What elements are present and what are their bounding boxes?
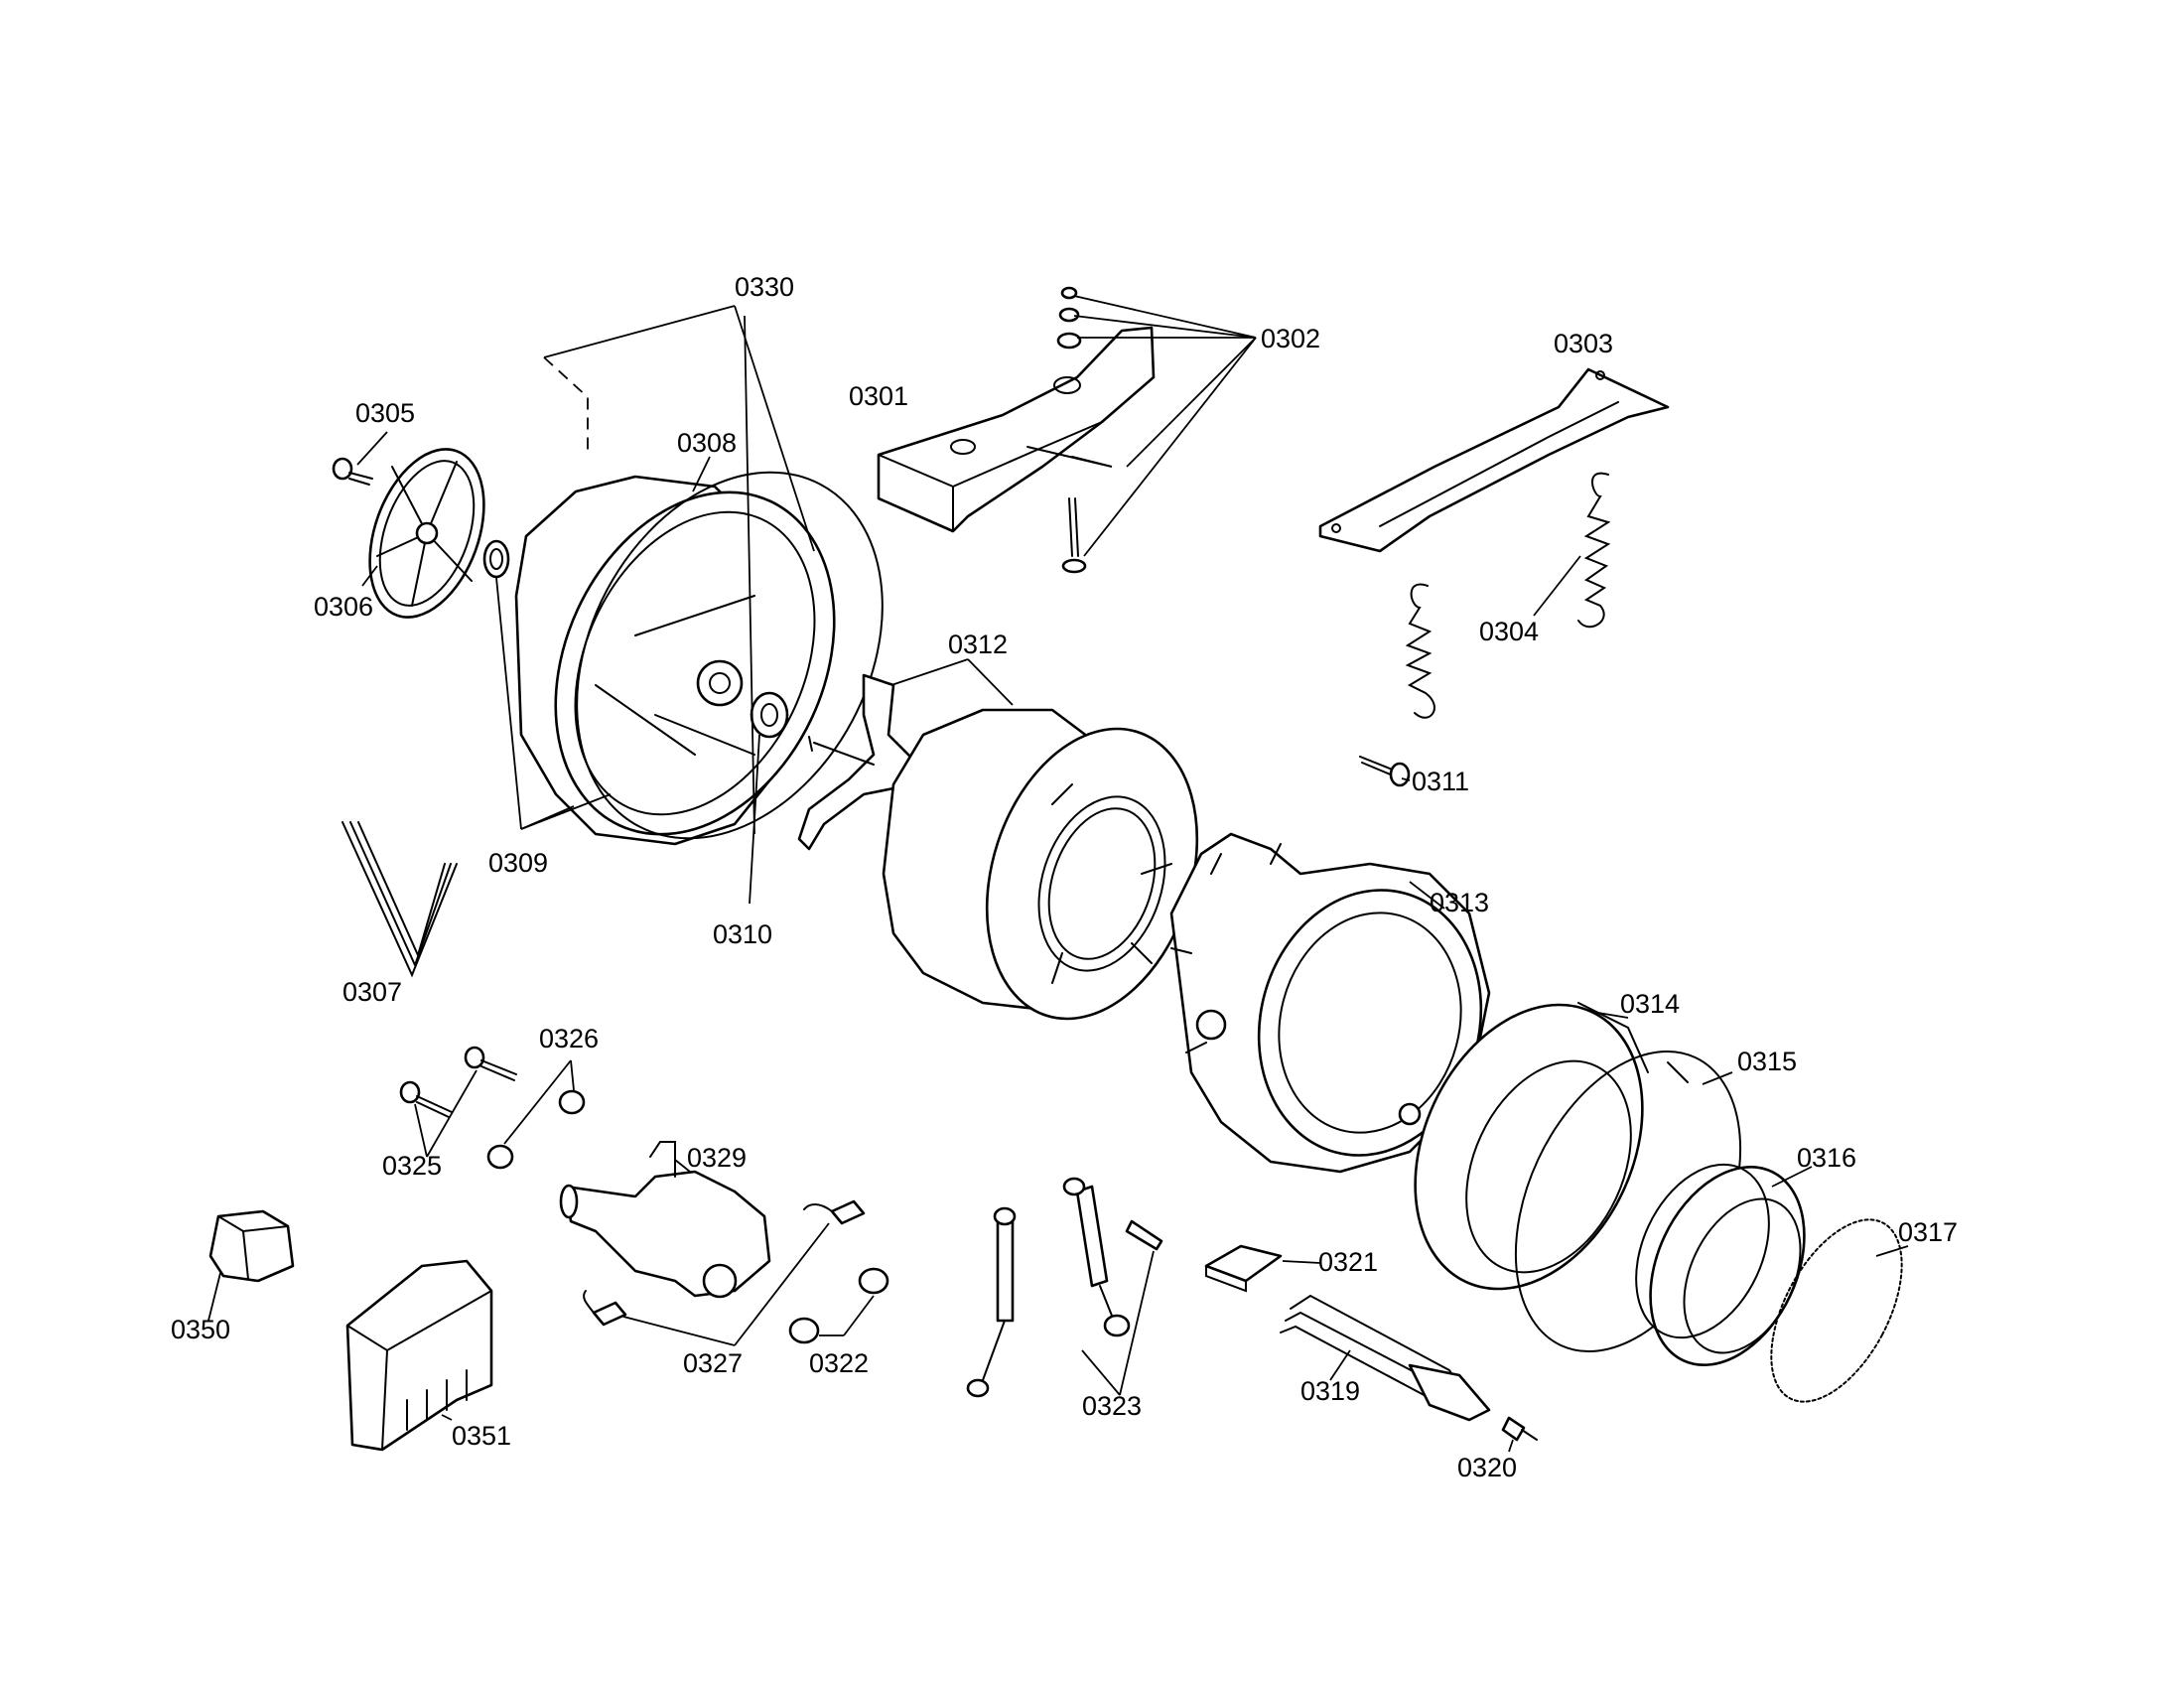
leader-lines (207, 295, 1909, 1453)
part-ntc-sensor (1501, 1416, 1538, 1442)
part-door-seal (1635, 1163, 1806, 1366)
part-carbon-brush-top (803, 1199, 866, 1225)
callout-0312: 0312 (948, 630, 1008, 659)
callout-0325: 0325 (382, 1151, 442, 1181)
callout-0309: 0309 (488, 848, 548, 878)
callout-0313: 0313 (1430, 888, 1489, 917)
part-carbon-brush-bottom (583, 1290, 627, 1327)
callout-0323: 0322 (809, 1348, 869, 1378)
part-spider-arm (797, 673, 925, 851)
callout-0326: 0326 (539, 1024, 599, 1053)
callout-0316: 0316 (1797, 1143, 1856, 1173)
callout-0301: 0301 (849, 381, 908, 411)
callout-0308: 0308 (677, 428, 737, 458)
callout-0311: 0311 (1412, 767, 1469, 796)
part-counterweight-top (877, 326, 1156, 533)
part-motor-screws (399, 1046, 517, 1118)
callout-0302: 0302 (1261, 324, 1320, 353)
callout-0314: 0314 (1620, 989, 1680, 1019)
callout-0327: 0327 (683, 1348, 743, 1378)
callout-0321: 0321 (1318, 1247, 1378, 1277)
part-screw (1359, 756, 1411, 787)
part-front-counterweight (1414, 1002, 1649, 1291)
part-rear-tub (514, 475, 836, 846)
part-heater-clip (1204, 1244, 1283, 1293)
part-pulley (368, 448, 485, 619)
callout-0304: 0304 (1479, 617, 1539, 646)
part-control-module (345, 1259, 493, 1452)
callout-0307: 0307 (342, 977, 402, 1007)
part-shock-absorber-right (1062, 1177, 1131, 1337)
part-bearing (482, 539, 510, 579)
callout-0303: 0303 (1554, 329, 1613, 358)
callout-0319: 0320 (1457, 1453, 1517, 1482)
part-foot (788, 1267, 889, 1344)
part-drum (882, 708, 1199, 1021)
callout-labels: 0330 0302 0303 0301 0305 0308 0306 0304 … (171, 272, 1958, 1482)
part-pulley-bolt (332, 457, 373, 486)
part-spring-left (1405, 583, 1435, 719)
part-suspension-bracket (1318, 367, 1670, 553)
part-bolt-washers (1056, 286, 1087, 574)
callout-0322: 0323 (1082, 1391, 1142, 1421)
callout-0330: 0330 (735, 272, 794, 302)
callout-0350: 0350 (171, 1315, 230, 1344)
part-shock-absorber-left (966, 1206, 1017, 1398)
callout-0305: 0305 (355, 398, 415, 428)
callout-0315: 0315 (1737, 1047, 1797, 1076)
part-drive-belt (341, 821, 458, 978)
part-shock-pin (1125, 1219, 1163, 1251)
callout-0317: 0317 (1898, 1217, 1958, 1247)
callout-0351: 0351 (452, 1421, 511, 1451)
part-spring-right (1577, 472, 1611, 629)
part-motor (559, 1141, 771, 1299)
callout-0320: 0319 (1300, 1376, 1360, 1406)
part-tub-gasket (576, 471, 884, 840)
callout-0306: 0306 (314, 592, 373, 622)
part-front-tub (1169, 832, 1491, 1174)
part-wire-clamp (1770, 1218, 1903, 1403)
part-heater (1280, 1294, 1491, 1422)
callout-0310: 0310 (713, 919, 772, 949)
part-motor-bushings (486, 1089, 586, 1170)
part-interference-filter (208, 1209, 295, 1283)
callout-0329: 0329 (687, 1143, 747, 1173)
